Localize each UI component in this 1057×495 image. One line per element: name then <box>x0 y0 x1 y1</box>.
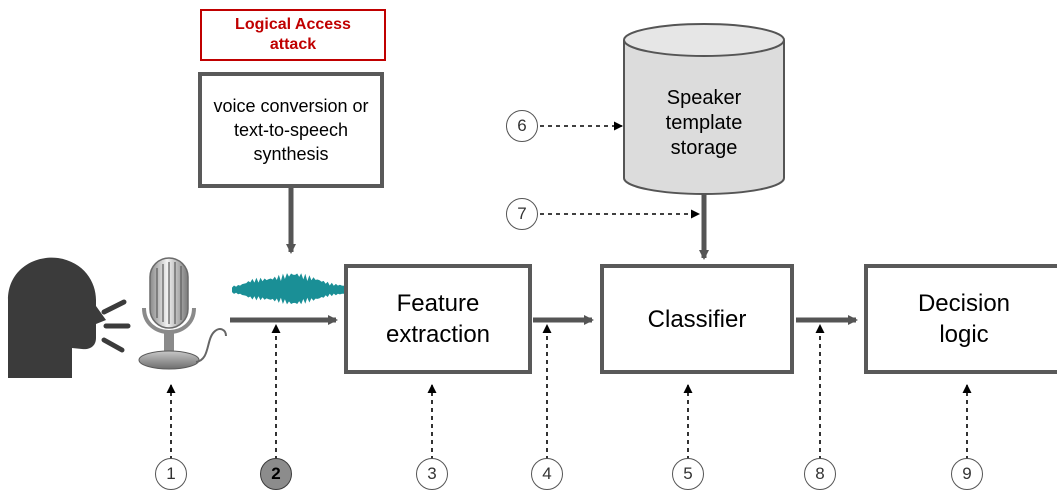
decision-logic-box: Decision logic <box>864 264 1057 374</box>
speaker-template-storage-label: Speaker template storage <box>665 87 743 159</box>
speaking-head-icon <box>8 257 131 378</box>
waveform-icon <box>232 273 344 305</box>
attack-point-4: 4 <box>531 458 563 490</box>
attack-point-5: 5 <box>672 458 704 490</box>
classifier-box: Classifier <box>600 264 794 374</box>
microphone-icon <box>138 257 227 370</box>
decision-logic-label: Decision logic <box>917 290 1011 348</box>
attack-point-arrows <box>166 121 972 460</box>
logical-access-attack-label: Logical Access attack <box>200 9 386 61</box>
attack-point-3: 3 <box>416 458 448 490</box>
attack-point-7: 7 <box>506 198 538 230</box>
voice-conversion-label: voice conversion or text-to-speech synth… <box>213 96 369 164</box>
classifier-label: Classifier <box>647 305 747 333</box>
voice-conversion-box: voice conversion or text-to-speech synth… <box>198 72 384 188</box>
attack-point-2: 2 <box>260 458 292 490</box>
feature-extraction-label: Feature extraction <box>385 290 491 348</box>
attack-point-1: 1 <box>155 458 187 490</box>
feature-extraction-box: Feature extraction <box>344 264 532 374</box>
flow-arrows <box>230 188 858 325</box>
attack-point-6: 6 <box>506 110 538 142</box>
attack-point-8: 8 <box>804 458 836 490</box>
attack-point-9: 9 <box>951 458 983 490</box>
